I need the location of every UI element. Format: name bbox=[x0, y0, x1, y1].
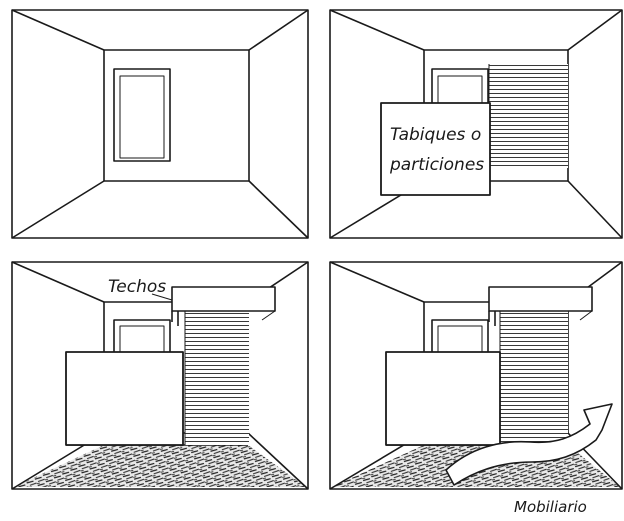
panel-ceilings bbox=[11, 261, 309, 490]
ceilings-label: Techos bbox=[108, 277, 166, 297]
ceilings-leader-line bbox=[151, 293, 173, 301]
partitions-label-line1: Tabiques o bbox=[390, 125, 481, 145]
panel-partitions bbox=[329, 9, 623, 239]
suspended-ceiling-element bbox=[171, 286, 276, 326]
floor-texture bbox=[14, 445, 306, 487]
partitions-label-line2: particiones bbox=[389, 155, 484, 175]
partition-panel bbox=[65, 351, 184, 446]
partition-panel bbox=[380, 102, 491, 196]
partition-panel bbox=[385, 351, 501, 446]
hatched-partition-wall bbox=[185, 310, 249, 445]
panel-furniture bbox=[329, 261, 623, 490]
panel-empty-room bbox=[11, 9, 309, 239]
hatched-partition-wall bbox=[489, 64, 568, 168]
furniture-arrow-ribbon bbox=[445, 403, 613, 486]
hatched-partition-wall bbox=[500, 310, 568, 445]
furniture-label: Mobiliario bbox=[514, 498, 587, 516]
door-shape bbox=[113, 68, 171, 162]
suspended-ceiling-element bbox=[488, 286, 593, 326]
